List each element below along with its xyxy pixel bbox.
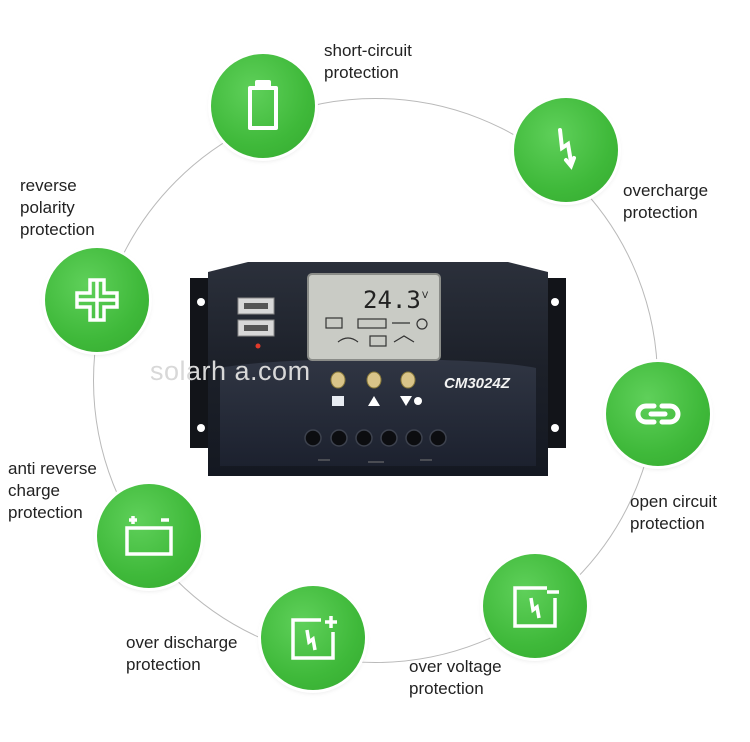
- short-circuit-label: short-circuit protection: [324, 41, 412, 82]
- terminal: [380, 429, 398, 447]
- cross-arrows-icon: [45, 248, 149, 352]
- mounting-bracket-right: [544, 278, 566, 448]
- solar-charge-controller: 24.3 V CM3024Z: [188, 262, 568, 480]
- lcd-unit: V: [422, 291, 429, 301]
- menu-button: [330, 371, 346, 389]
- voltage-box-icon: [483, 554, 587, 658]
- terminal: [429, 429, 447, 447]
- terminal: [355, 429, 373, 447]
- terminal: [304, 429, 322, 447]
- anti-reverse-charge-label: anti reverse charge protection: [8, 459, 97, 522]
- terminal: [330, 429, 348, 447]
- watermark: solarh a.com: [150, 356, 311, 386]
- reverse-polarity-label: reverse polarity protection: [20, 176, 95, 239]
- up-button: [366, 371, 382, 389]
- battery-terminals-icon: [97, 484, 201, 588]
- overcharge-label: overcharge protection: [623, 181, 709, 222]
- lcd-screen: [307, 273, 441, 361]
- over-discharge-label: over discharge protection: [126, 633, 238, 674]
- lcd-reading: 24.3: [363, 286, 421, 314]
- down-button: [400, 371, 416, 389]
- terminal: [405, 429, 423, 447]
- battery-icon: [211, 54, 315, 158]
- discharge-box-icon: [261, 586, 365, 690]
- link-icon: [606, 362, 710, 466]
- mounting-bracket-left: [190, 278, 212, 448]
- lightning-icon: [514, 98, 618, 202]
- open-circuit-label: open circuit protection: [630, 492, 717, 533]
- over-voltage-label: over voltage protection: [409, 657, 502, 698]
- model-name: CM3024Z: [444, 375, 511, 392]
